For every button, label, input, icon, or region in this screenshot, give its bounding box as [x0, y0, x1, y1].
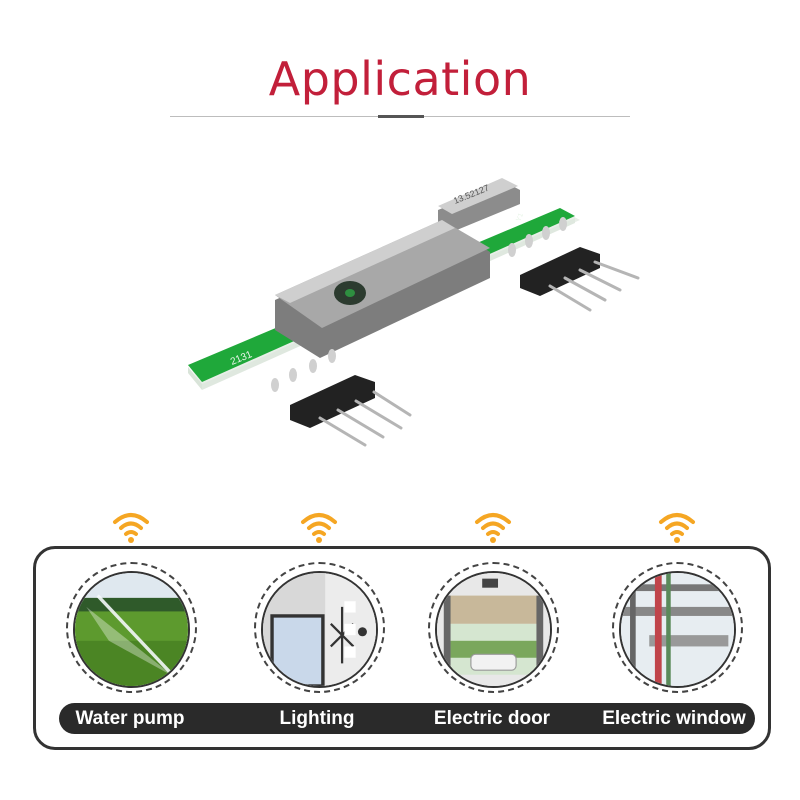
water-pump-photo — [73, 571, 190, 688]
wifi-icon — [659, 513, 695, 543]
dashed-ring — [428, 562, 559, 693]
crystal-label: Y1 — [515, 212, 525, 223]
wifi-icon — [113, 513, 149, 543]
electric-door-photo — [435, 571, 552, 688]
page-title: Application — [268, 52, 532, 106]
wifi-icon — [301, 513, 337, 543]
electric-window-photo — [619, 571, 736, 688]
application-label-electric-window: Electric window — [602, 708, 746, 729]
metal-shield-can — [275, 220, 490, 358]
application-label-electric-door: Electric door — [433, 708, 551, 729]
pin-header-left — [290, 375, 412, 447]
application-label-lighting: Lighting — [279, 708, 355, 729]
pin-header-right — [520, 247, 640, 312]
application-label-water-pump: Water pump — [75, 708, 185, 729]
dashed-ring — [612, 562, 743, 693]
lighting-photo — [261, 571, 378, 688]
labels-bar — [59, 703, 755, 734]
applications-panel — [33, 546, 771, 750]
rf-receiver-module-image: 13.52127 Y1 2131 — [188, 178, 640, 447]
dashed-ring — [66, 562, 197, 693]
wifi-icon — [475, 513, 511, 543]
crystal-oscillator: 13.52127 — [438, 178, 520, 232]
dashed-ring — [254, 562, 385, 693]
title-divider-accent — [378, 115, 424, 118]
